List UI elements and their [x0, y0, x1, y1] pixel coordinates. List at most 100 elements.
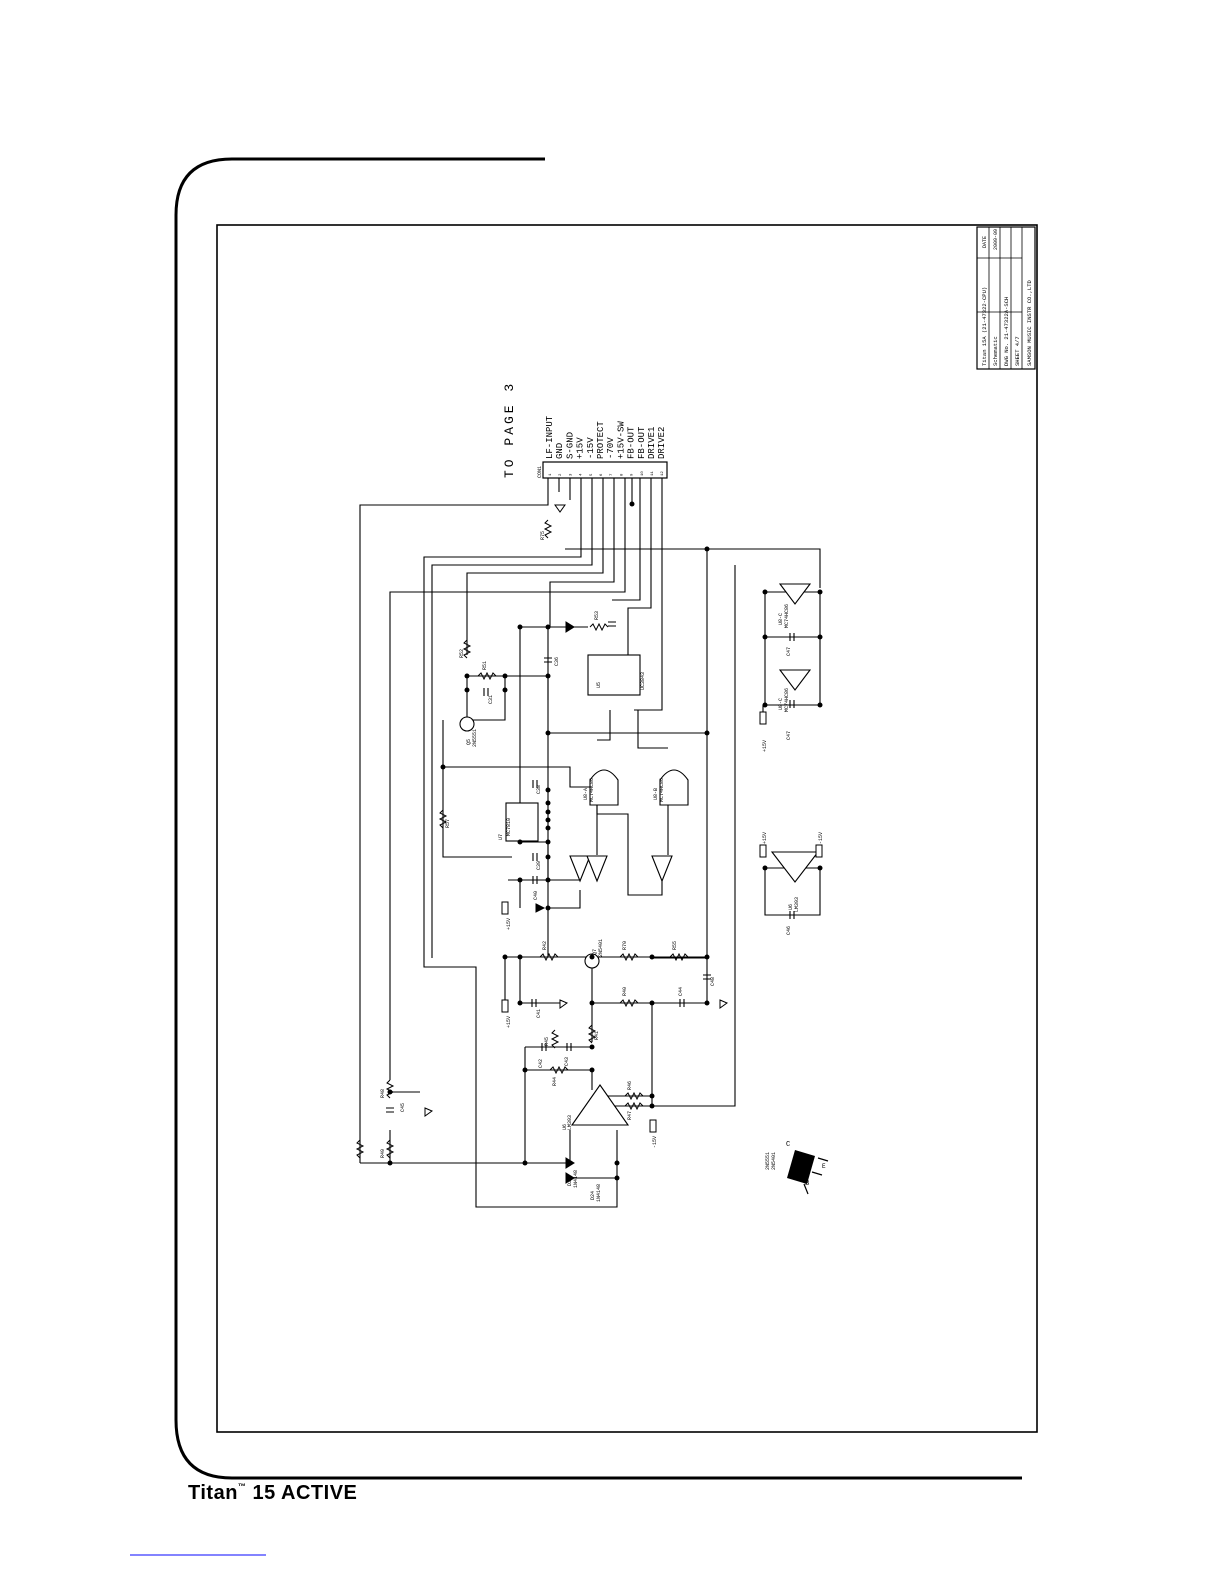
svg-text:C31: C31	[488, 695, 494, 704]
svg-text:C46: C46	[786, 926, 792, 935]
resistor-r51	[477, 671, 497, 681]
svg-text:B: B	[805, 1180, 809, 1188]
ic-packages	[505, 654, 641, 842]
ground-symbols	[424, 504, 729, 1117]
capacitor-c31	[483, 688, 489, 696]
gate-u8b	[659, 769, 689, 806]
svg-text:R55: R55	[672, 941, 678, 950]
footer-product: Titan	[188, 1482, 238, 1504]
wiring	[359, 478, 821, 1208]
svg-text:1N4148: 1N4148	[573, 1170, 579, 1188]
svg-text:+15V: +15V	[506, 918, 512, 930]
diodes	[535, 621, 575, 1184]
opamp-power	[770, 851, 820, 883]
svg-text:2N5401: 2N5401	[598, 939, 604, 957]
svg-text:MC74HC86: MC74HC86	[784, 604, 790, 628]
svg-text:UC3843: UC3843	[640, 672, 646, 690]
resistors	[355, 519, 689, 1159]
svg-text:MC74HC86: MC74HC86	[589, 778, 595, 802]
footer-tm: ™	[237, 1482, 247, 1491]
footer-product-name: Titan™ 15 ACTIVE	[188, 1482, 357, 1505]
svg-text:+15V: +15V	[506, 1016, 512, 1028]
junction-dots	[387, 501, 823, 1181]
svg-text:1N4148: 1N4148	[596, 1184, 602, 1202]
capacitor-c33	[608, 621, 616, 627]
svg-text:2N5551: 2N5551	[472, 729, 478, 747]
connector-pin-number: 1	[549, 473, 553, 476]
title-row-2: Schematic	[992, 336, 999, 366]
svg-text:R44: R44	[552, 1077, 558, 1086]
connector-pin-number: 10	[641, 471, 645, 476]
resistor-r40	[619, 998, 639, 1008]
resistor-r75	[543, 519, 553, 539]
title-date-value: 2009-09	[993, 229, 999, 250]
svg-text:R45: R45	[544, 1037, 550, 1046]
svg-text:U6: U6	[788, 904, 794, 910]
svg-text:C39: C39	[536, 861, 542, 870]
resistor-r48	[385, 1079, 395, 1099]
svg-text:Q7: Q7	[592, 949, 598, 955]
connector-pin-number: 4	[580, 473, 584, 476]
svg-text:R41: R41	[594, 1031, 600, 1040]
svg-text:R75: R75	[540, 531, 546, 540]
svg-text:LM393: LM393	[794, 897, 800, 912]
svg-text:C43: C43	[564, 1057, 570, 1066]
svg-text:U8-B: U8-B	[653, 788, 659, 800]
svg-text:U8-C: U8-C	[778, 698, 784, 710]
svg-text:C42: C42	[538, 1059, 544, 1068]
svg-text:LM393: LM393	[567, 1115, 573, 1130]
svg-text:R47: R47	[627, 1111, 633, 1120]
diode-d27	[535, 903, 546, 913]
connector-pin-label: +15V-SW	[616, 421, 626, 459]
gate-u8a	[589, 769, 619, 806]
svg-text:R49: R49	[380, 1149, 386, 1158]
resistor-r41	[587, 1024, 597, 1044]
transistor-q5	[459, 716, 475, 732]
svg-text:R46: R46	[627, 1081, 633, 1090]
svg-text:+15V: +15V	[762, 832, 768, 844]
diode-d26	[565, 621, 575, 633]
connector-pin-number: 7	[610, 473, 614, 476]
resistor-r70	[619, 952, 639, 962]
title-date-label: DATE	[982, 236, 988, 248]
connector-pin-label: -70V	[606, 437, 616, 459]
resistor-r49	[385, 1139, 395, 1159]
transistors	[459, 716, 600, 969]
svg-text:C36: C36	[554, 657, 560, 666]
svg-text:U8-A: U8-A	[583, 788, 589, 800]
logic-gates	[569, 769, 689, 883]
connector-pin-label: GND	[555, 443, 565, 459]
resistor-r55	[669, 952, 689, 962]
connector-pin-number: 12	[661, 471, 665, 476]
svg-text:CON1: CON1	[537, 466, 543, 478]
svg-text:2N5551: 2N5551	[765, 1152, 771, 1170]
capacitor-c43	[566, 1043, 572, 1051]
connector-pin-label: +15V	[576, 437, 586, 459]
svg-text:R48: R48	[380, 1089, 386, 1098]
svg-text:2N5401: 2N5401	[771, 1152, 777, 1170]
connector-pin-number: 8	[620, 473, 624, 476]
svg-text:C45: C45	[400, 1103, 406, 1112]
buffer-2	[586, 855, 608, 883]
svg-text:-15V: -15V	[818, 832, 824, 844]
svg-text:C44: C44	[678, 987, 684, 996]
buffer-3	[651, 855, 673, 883]
title-row-4: SHEET 4/7	[1014, 336, 1021, 366]
svg-text:MC7810: MC7810	[506, 818, 512, 836]
svg-text:R40: R40	[622, 987, 628, 996]
svg-text:U5: U5	[596, 682, 602, 688]
connector-pin-number: 9	[631, 473, 635, 476]
connector-pin-label: FB-OUT	[637, 426, 647, 459]
capacitor-c36	[544, 657, 552, 663]
svg-text:U7: U7	[498, 834, 504, 840]
opamp-u6	[570, 1084, 630, 1126]
title-company: SAMSON MUSIC INSTR CO.,LTD	[1026, 279, 1033, 366]
connector-pin-label: S-GND	[565, 432, 575, 459]
resistor-r44	[549, 1065, 569, 1075]
title-row-3: DWG No. 21-47322A-SCH	[1003, 297, 1010, 366]
